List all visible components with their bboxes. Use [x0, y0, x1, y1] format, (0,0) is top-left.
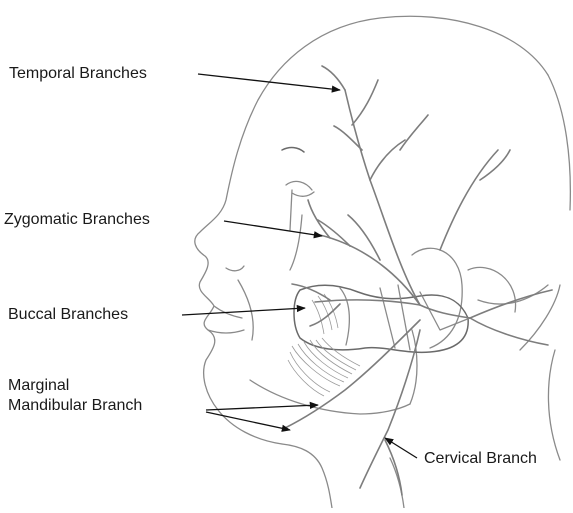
cervical-leader-arrow — [385, 438, 417, 458]
label-zygomatic-branches: Zygomatic Branches — [4, 210, 150, 229]
label-temporal-branches: Temporal Branches — [9, 64, 147, 83]
nerve-branches — [285, 66, 552, 495]
buccal-leader-arrow — [182, 308, 305, 315]
marginal-leader-arrow-2 — [206, 412, 290, 430]
label-buccal-branches: Buccal Branches — [8, 305, 128, 324]
marginal-leader-arrow-1 — [206, 405, 318, 410]
temporal-leader-arrow — [198, 74, 340, 90]
label-cervical-branch: Cervical Branch — [424, 449, 537, 468]
zygomatic-leader-arrow — [224, 221, 322, 236]
label-marginal-line1: Marginal — [8, 376, 69, 395]
label-marginal-mandibular-branch: Mandibular Branch — [8, 396, 142, 415]
head-outline — [195, 16, 571, 508]
